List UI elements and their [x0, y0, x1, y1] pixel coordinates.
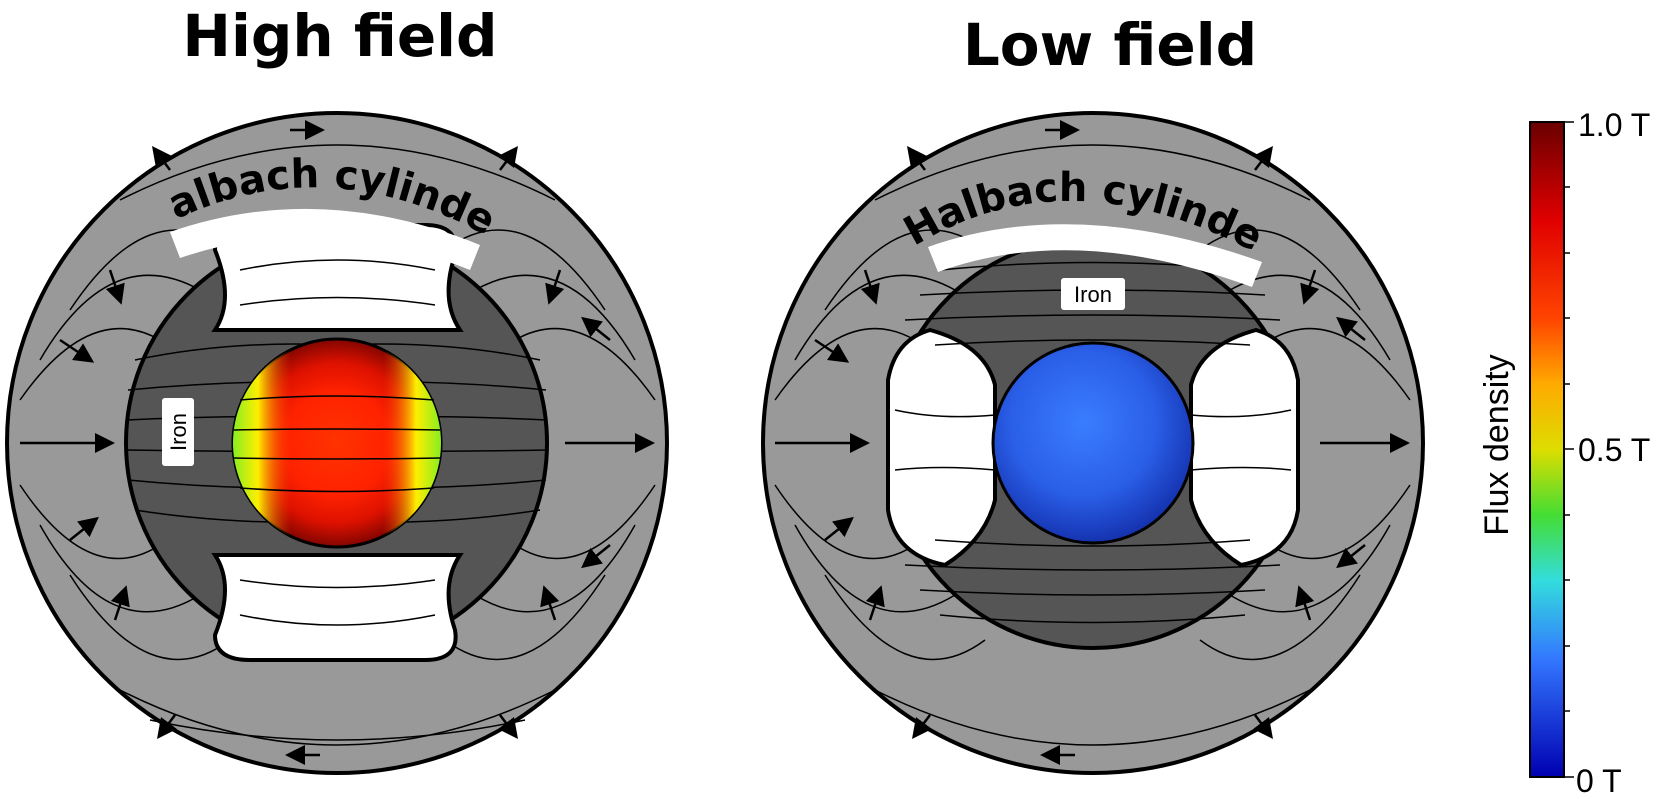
colorbar-minor-ticks [1564, 121, 1574, 778]
sample-region-low [991, 341, 1195, 545]
air-gap-left [886, 327, 997, 568]
magnetization-arrows [775, 120, 1410, 765]
panel-title: Low field [963, 11, 1257, 79]
colorbar-gradient [1529, 121, 1565, 778]
iron-label-low: Iron [1061, 278, 1125, 310]
field-lines-outer [774, 144, 1411, 746]
colorbar-tick-mid: 0.5 T [1578, 432, 1650, 468]
svg-text:Iron: Iron [1074, 282, 1112, 307]
colorbar-title: Flux density [1478, 354, 1516, 535]
air-gap-right [1189, 327, 1300, 568]
magnetization-arrows [20, 120, 655, 765]
colorbar: 1.0 T 0.5 T 0 T Flux density [1478, 107, 1650, 799]
svg-text:Iron: Iron [166, 413, 191, 451]
field-lines-inner [894, 261, 1292, 624]
air-gap-bottom [211, 553, 464, 662]
panel-title: High field [182, 2, 497, 70]
high-field-panel: High field [0, 0, 669, 775]
sample-region-high-edges [233, 339, 441, 547]
colorbar-tick-bottom: 0 T [1576, 763, 1622, 799]
halbach-label-band [170, 208, 480, 270]
halbach-label-band [928, 224, 1262, 287]
iron-label-high: Iron [162, 398, 194, 466]
colorbar-tick-top: 1.0 T [1578, 107, 1650, 143]
sample-field-lines-high [233, 395, 441, 493]
